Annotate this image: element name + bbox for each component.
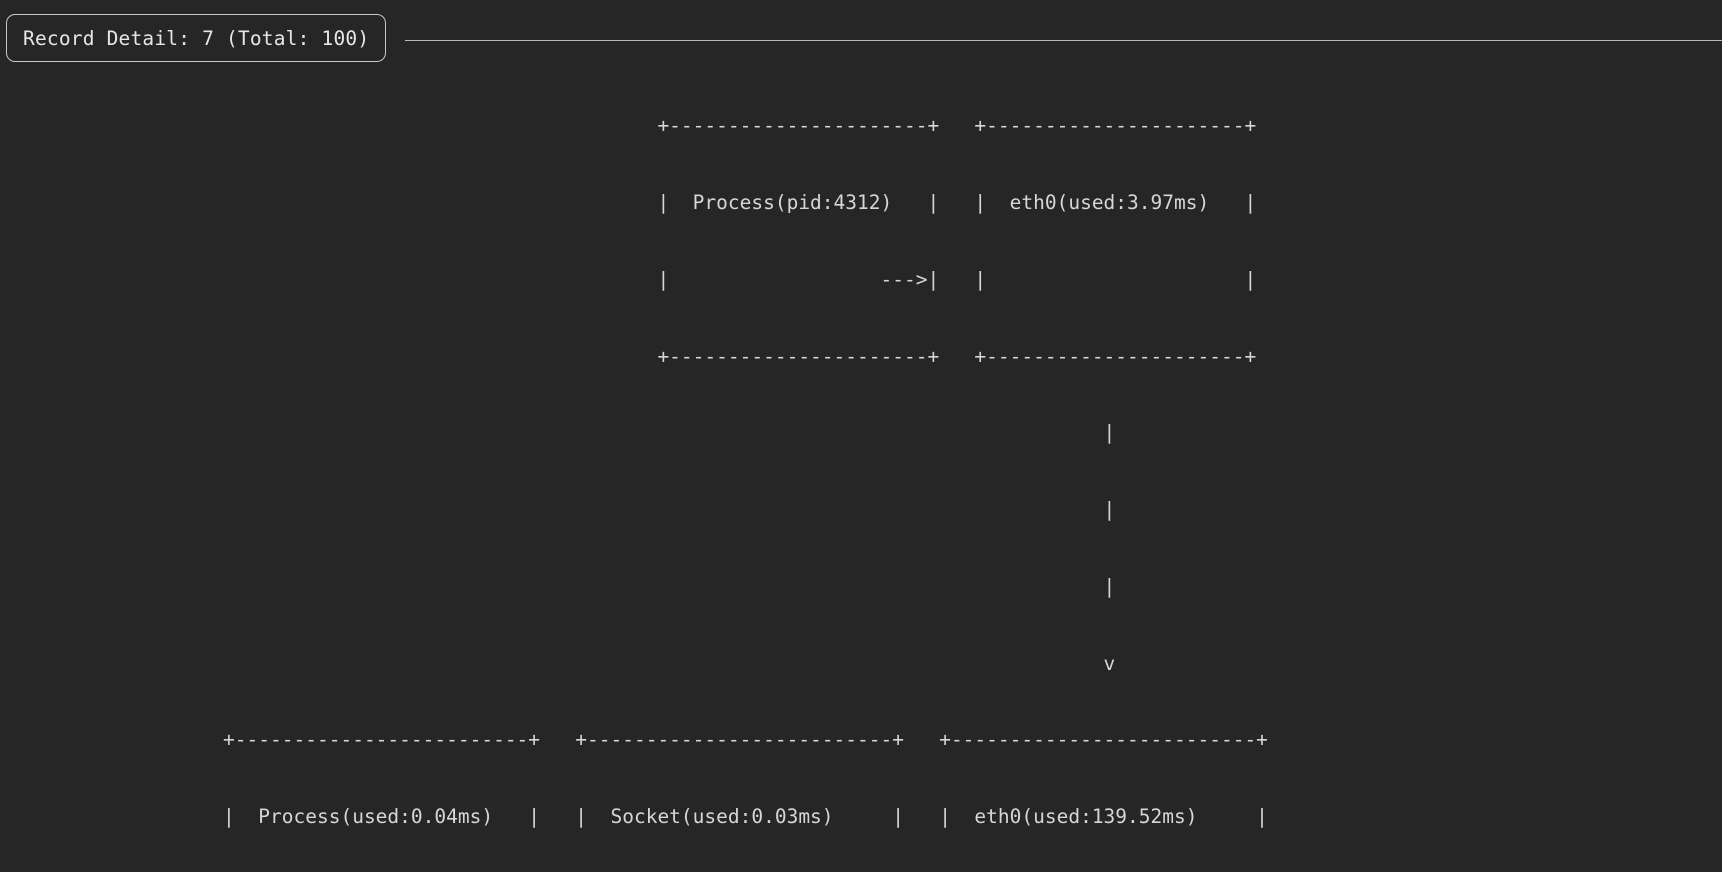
header-bar: Record Detail: 7 (Total: 100)	[0, 0, 1722, 70]
ascii-line: | Process(used:0.04ms) | | Socket(used:0…	[0, 805, 1268, 829]
ascii-graph-canvas: +----------------------+ +--------------…	[0, 62, 1722, 828]
ascii-line: +----------------------+ +--------------…	[0, 344, 1257, 368]
ascii-line: +----------------------+ +--------------…	[0, 114, 1257, 138]
ascii-line: +-------------------------+ +-----------…	[0, 728, 1268, 752]
ascii-line: | Process(pid:4312) | | eth0(used:3.97ms…	[0, 190, 1257, 214]
ascii-line: |	[0, 498, 1116, 522]
ascii-line: | --->| | |	[0, 267, 1257, 291]
record-detail-title: Record Detail: 7 (Total: 100)	[6, 14, 387, 62]
ascii-line: |	[0, 421, 1116, 445]
ascii-line: v	[0, 651, 1116, 675]
ascii-line: |	[0, 574, 1116, 598]
header-divider-rule	[405, 40, 1722, 41]
